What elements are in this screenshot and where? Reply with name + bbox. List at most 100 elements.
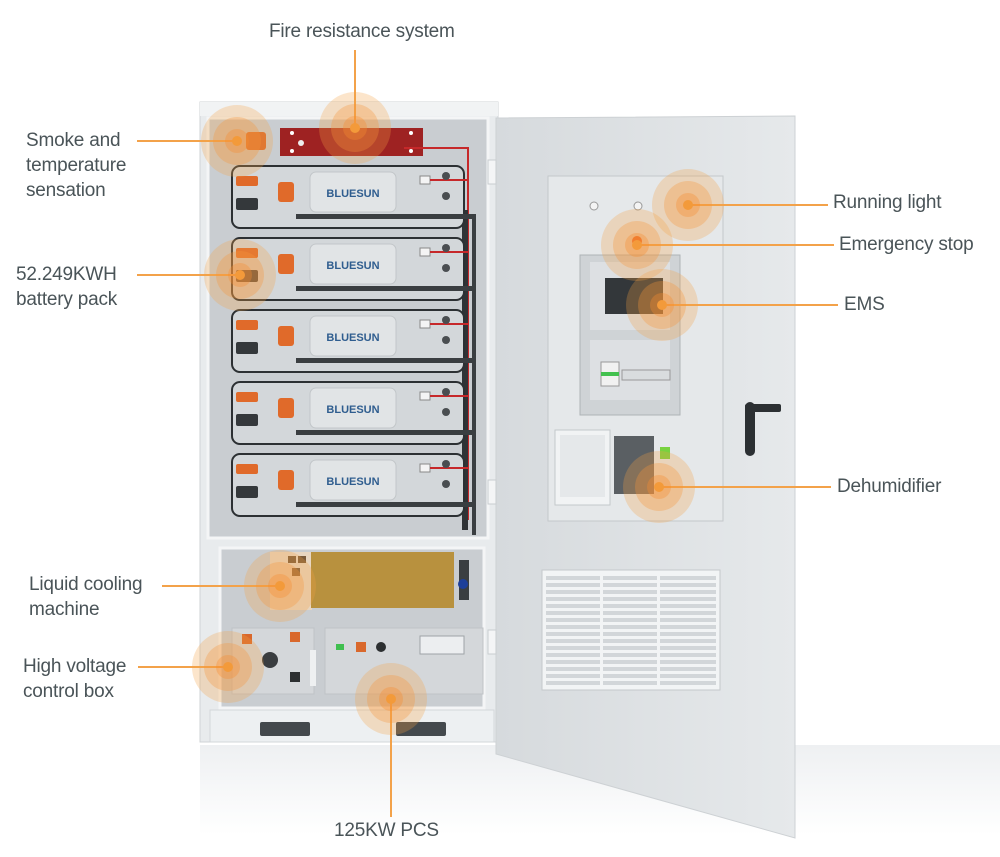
vent-louver [660, 576, 716, 580]
vent-louver [603, 632, 657, 636]
bluesun-logo: BLUESUN [326, 260, 379, 272]
vent-louver [660, 590, 716, 594]
smoke-sensor [246, 132, 266, 150]
label-hv-control-box: High voltage control box [23, 656, 127, 702]
hotspot-icon [232, 136, 242, 146]
leader-ems [662, 304, 838, 306]
vent-louver [603, 583, 657, 587]
vent-louver [546, 618, 600, 622]
label-battery-pack: 52.249KWH battery pack [16, 264, 118, 310]
hotspot-icon [223, 662, 233, 672]
vent-louver [660, 625, 716, 629]
vent-louver [546, 583, 600, 587]
vent-louver [603, 653, 657, 657]
vent-louver [603, 660, 657, 664]
label-pcs: 125KW PCS [334, 820, 439, 841]
leader-emergency-stop [638, 244, 834, 246]
bluesun-logo: BLUESUN [326, 404, 379, 416]
dehumidifier-unit [614, 436, 654, 494]
vent-louver [603, 597, 657, 601]
vent-louver [603, 590, 657, 594]
vent-louver [546, 625, 600, 629]
vent-louver [546, 639, 600, 643]
battery-module: BLUESUN [231, 165, 476, 229]
vent-louver [603, 681, 657, 685]
vent-louver [546, 660, 600, 664]
bluesun-logo: BLUESUN [326, 476, 379, 488]
label-emergency-stop: Emergency stop [839, 234, 974, 255]
vent-louver [603, 674, 657, 678]
vent-louver [660, 618, 716, 622]
leader-battery-pack [137, 274, 241, 276]
vent-louver [546, 604, 600, 608]
leader-smoke-temp [137, 140, 237, 142]
vent-louver [660, 667, 716, 671]
vent-louver [660, 639, 716, 643]
vent-louver [546, 597, 600, 601]
cabinet-door [487, 115, 796, 839]
vent-louver [660, 646, 716, 650]
label-liquid-cooling: Liquid cooling machine [29, 574, 143, 620]
vent-louver [546, 632, 600, 636]
hotspot-icon [350, 123, 360, 133]
battery-module: BLUESUN [231, 453, 476, 517]
hotspot-icon [275, 581, 285, 591]
vent-louver [546, 611, 600, 615]
vent-louver [660, 632, 716, 636]
hotspot-icon [657, 300, 667, 310]
battery-label-plate [309, 243, 397, 285]
lower-bay [209, 546, 495, 743]
battery-module-stack: BLUESUN BLUESUN BLUESUN BLUESUN BLUESUN [231, 165, 476, 517]
vent-louver [546, 646, 600, 650]
battery-label-plate [309, 459, 397, 501]
label-smoke-temp: Smoke and temperature sensation [26, 130, 127, 201]
door-handle [745, 402, 755, 456]
vent-louver [660, 597, 716, 601]
forklift-slot-left [260, 722, 310, 736]
cooling-panel [311, 552, 454, 608]
vent-louver [603, 667, 657, 671]
battery-label-plate [309, 315, 397, 357]
leader-running-light [688, 204, 828, 206]
vent-louver [546, 576, 600, 580]
vent-louver [603, 604, 657, 608]
vent-louver [546, 674, 600, 678]
battery-connector [236, 248, 258, 258]
vent-louver [660, 583, 716, 587]
vent-grille [541, 569, 721, 691]
leader-liquid-cooling [162, 585, 280, 587]
indicator-light-1 [589, 201, 599, 211]
forklift-slot-right [396, 722, 446, 736]
vent-louver [603, 576, 657, 580]
battery-module: BLUESUN [231, 309, 476, 373]
battery-module: BLUESUN [231, 381, 476, 445]
bluesun-logo: BLUESUN [326, 188, 379, 200]
leader-hv-control-box [138, 666, 228, 668]
hotspot-icon [654, 482, 664, 492]
vent-louver [660, 674, 716, 678]
label-dehumidifier: Dehumidifier [837, 476, 942, 497]
vent-louver [660, 611, 716, 615]
leader-dehumidifier [659, 486, 831, 488]
battery-label-plate [309, 171, 397, 213]
indicator-light-2 [633, 201, 643, 211]
hotspot-icon [386, 694, 396, 704]
battery-connector [236, 464, 258, 474]
vent-louver [660, 660, 716, 664]
vent-louver [546, 667, 600, 671]
label-fire-resistance: Fire resistance system [269, 21, 455, 42]
hotspot-icon [235, 270, 245, 280]
vent-louver [603, 646, 657, 650]
battery-connector [236, 392, 258, 402]
label-ems: EMS [844, 294, 885, 315]
vent-louver [603, 611, 657, 615]
hotspot-icon [632, 240, 642, 250]
leader-pcs [390, 699, 392, 817]
label-running-light: Running light [833, 192, 942, 213]
battery-module: BLUESUN [231, 237, 476, 301]
hotspot-icon [683, 200, 693, 210]
vent-louver [603, 639, 657, 643]
battery-label-plate [309, 387, 397, 429]
vent-louver [603, 618, 657, 622]
